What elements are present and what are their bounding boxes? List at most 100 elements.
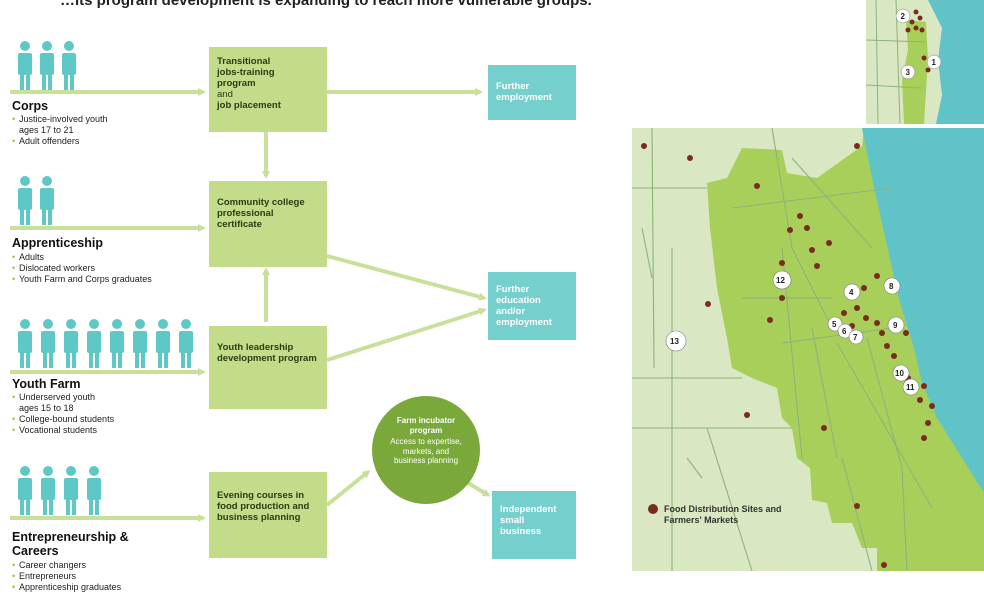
arrow-college-to-education: [326, 254, 487, 301]
person-icon: [110, 319, 124, 368]
site-dot: [744, 412, 750, 418]
lake: [862, 128, 984, 493]
person-icon: [18, 176, 32, 225]
person-icon: [64, 319, 78, 368]
arrow-leadership-to-education: [326, 307, 487, 362]
program-line: job placement: [217, 100, 281, 111]
group-bullets-apprenticeship: Adults Dislocated workers Youth Farm and…: [12, 252, 202, 285]
program-line: Transitional: [217, 56, 271, 67]
bullet-item: Apprenticeship graduates: [12, 582, 172, 593]
svg-text:4: 4: [849, 288, 854, 297]
site-dot: [787, 227, 793, 233]
site-dot: [779, 295, 785, 301]
site-dot: [814, 263, 820, 269]
incubator-title: Farm incubator program: [396, 416, 456, 435]
group-title-entrepreneurship: Entrepreneurship & Careers: [12, 530, 129, 558]
site-dot: [821, 425, 827, 431]
site-dot: [925, 420, 931, 426]
svg-text:7: 7: [853, 333, 858, 342]
person-icon: [18, 41, 32, 90]
svg-text:1: 1: [932, 58, 937, 67]
people-icons-youth-farm: [18, 319, 193, 368]
bullet-item: College-bound students: [12, 414, 162, 425]
bullet-item: Justice-involved youth ages 17 to 21: [12, 114, 109, 136]
people-icons-entrepreneurship: [18, 466, 101, 515]
site-dot: [767, 317, 773, 323]
site-dot: [804, 225, 810, 231]
person-icon: [18, 319, 32, 368]
site-dot: [854, 143, 860, 149]
group-bullets-corps: Justice-involved youth ages 17 to 21 Adu…: [12, 114, 142, 147]
site-dot: [913, 9, 919, 15]
inset-marker-2: 2: [895, 8, 911, 24]
program-box-evening: Evening courses in food production and b…: [209, 472, 327, 558]
person-icon: [133, 319, 147, 368]
inset-marker-1: 1: [926, 54, 942, 70]
incubator-circle: Farm incubator program Access to experti…: [372, 396, 480, 504]
map-marker-9: 9: [887, 316, 905, 334]
person-icon: [87, 466, 101, 515]
person-icon: [62, 41, 76, 90]
bullet-item: Vocational students: [12, 425, 162, 436]
bullet-item: Adult offenders: [12, 136, 142, 147]
svg-text:3: 3: [906, 68, 911, 77]
bullet-item: Youth Farm and Corps graduates: [12, 274, 202, 285]
site-dot: [861, 285, 867, 291]
program-box-college: Community college professional certifica…: [209, 181, 327, 267]
bullet-item: Entrepreneurs: [12, 571, 172, 582]
group-bullets-youth-farm: Underserved youth ages 15 to 18 College-…: [12, 392, 162, 436]
map-marker-7: 7: [848, 329, 864, 345]
site-dot: [909, 19, 915, 25]
program-line: jobs-training: [217, 67, 275, 78]
program-box-transitional: Transitional jobs-training program and j…: [209, 47, 327, 132]
group-title-youth-farm: Youth Farm: [12, 377, 81, 391]
site-dot: [917, 397, 923, 403]
site-dot: [919, 27, 925, 33]
site-dot: [921, 383, 927, 389]
svg-text:5: 5: [832, 320, 837, 329]
person-icon: [41, 319, 55, 368]
map-marker-4: 4: [843, 283, 861, 301]
site-dot: [879, 330, 885, 336]
svg-text:11: 11: [906, 383, 915, 392]
site-dot: [826, 240, 832, 246]
svg-text:9: 9: [893, 321, 898, 330]
map-marker-11: 11: [902, 378, 920, 396]
person-icon: [87, 319, 101, 368]
bullet-item: Adults: [12, 252, 202, 263]
outcome-box-employment: Further employment: [488, 65, 576, 120]
person-icon: [40, 176, 54, 225]
site-dot: [925, 67, 931, 73]
svg-text:2: 2: [901, 12, 906, 21]
site-dot: [903, 330, 909, 336]
bullet-item: Career changers: [12, 560, 172, 571]
outcome-box-education: Further education and/or employment: [488, 272, 576, 340]
group-bullets-entrepreneurship: Career changers Entrepreneurs Apprentice…: [12, 560, 172, 593]
person-icon: [179, 319, 193, 368]
bullet-item: Dislocated workers: [12, 263, 202, 274]
site-dot: [705, 301, 711, 307]
svg-text:12: 12: [776, 276, 785, 285]
site-dot: [854, 503, 860, 509]
map-marker-8: 8: [883, 277, 901, 295]
group-title-corps: Corps: [12, 99, 49, 113]
map-legend: Food Distribution Sites and Farmers' Mar…: [664, 504, 782, 525]
people-icons-corps: [18, 41, 76, 90]
person-icon: [156, 319, 170, 368]
arrow-evening-to-incubator: [325, 470, 371, 507]
header-text: …its program development is expanding to…: [60, 0, 592, 9]
site-dot: [917, 15, 923, 21]
program-box-leadership: Youth leadership development program: [209, 326, 327, 409]
map-marker-5: 5: [827, 316, 843, 332]
svg-text:8: 8: [889, 282, 894, 291]
svg-text:6: 6: [842, 327, 847, 336]
people-icons-apprenticeship: [18, 176, 54, 225]
site-dot: [863, 315, 869, 321]
site-dot: [913, 25, 919, 31]
site-dot: [687, 155, 693, 161]
program-line: program: [217, 78, 256, 89]
flow-arrows: [10, 88, 491, 522]
site-dot: [779, 260, 785, 266]
site-dot: [884, 343, 890, 349]
main-map: 12 4 8 5 6 7 9 10 11 13: [632, 128, 984, 571]
